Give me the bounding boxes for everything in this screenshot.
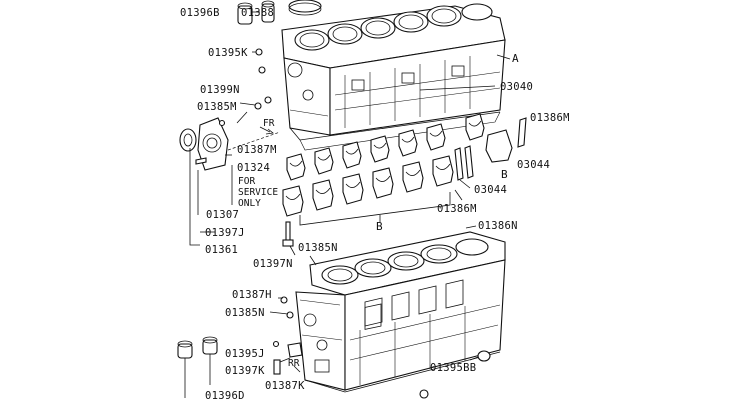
label-for-service-3: ONLY bbox=[238, 198, 261, 209]
lower-block-small-parts bbox=[272, 296, 491, 399]
label-for-service-2: SERVICE bbox=[238, 187, 278, 198]
cap-bolt bbox=[282, 221, 294, 247]
label-01385N-low: 01385N bbox=[225, 307, 265, 319]
lower-cylinder-block bbox=[295, 231, 506, 393]
label-01386M-mid: 01386M bbox=[437, 203, 477, 215]
label-B-bottom: B bbox=[376, 220, 383, 233]
label-01397J: 01397J bbox=[205, 227, 245, 239]
label-01307: 01307 bbox=[206, 209, 239, 221]
front-seal-housing bbox=[179, 117, 229, 171]
part-labels: 01396B 01388 01395K A 03040 01399N 01385… bbox=[180, 7, 570, 400]
label-RR: RR bbox=[288, 358, 300, 369]
label-01397N: 01397N bbox=[253, 258, 293, 270]
label-01397K: 01397K bbox=[225, 365, 265, 377]
label-01388: 01388 bbox=[241, 7, 274, 19]
label-01387H: 01387H bbox=[232, 289, 272, 301]
label-03044-mid: 03044 bbox=[474, 184, 507, 196]
label-01395BB: 01395BB bbox=[430, 362, 476, 374]
upper-cylinder-block bbox=[281, 0, 506, 151]
plug-parts-top-left bbox=[237, 0, 275, 74]
label-A: A bbox=[512, 52, 519, 65]
label-01387M: 01387M bbox=[237, 144, 277, 156]
label-01385N-top: 01385N bbox=[298, 242, 338, 254]
label-01396B: 01396B bbox=[180, 7, 220, 19]
label-01399N: 01399N bbox=[200, 84, 240, 96]
main-bearing-caps-lower-row bbox=[282, 145, 474, 217]
label-01386N: 01386N bbox=[478, 220, 518, 232]
plug-parts-bottom-left bbox=[177, 336, 218, 359]
label-01387K: 01387K bbox=[265, 380, 305, 392]
label-03040: 03040 bbox=[500, 81, 533, 93]
label-for-service-1: FOR bbox=[238, 176, 255, 187]
label-01396D: 01396D bbox=[205, 390, 245, 400]
label-01361: 01361 bbox=[205, 244, 238, 256]
label-01324: 01324 bbox=[237, 162, 270, 174]
main-bearing-caps-upper-row bbox=[286, 113, 527, 181]
label-03044-top: 03044 bbox=[517, 159, 550, 171]
label-FR: FR bbox=[263, 118, 275, 129]
label-01395K: 01395K bbox=[208, 47, 248, 59]
label-01386M-top: 01386M bbox=[530, 112, 570, 124]
label-01385M: 01385M bbox=[197, 101, 237, 113]
label-01395J: 01395J bbox=[225, 348, 265, 360]
label-B-right: B bbox=[501, 168, 508, 181]
